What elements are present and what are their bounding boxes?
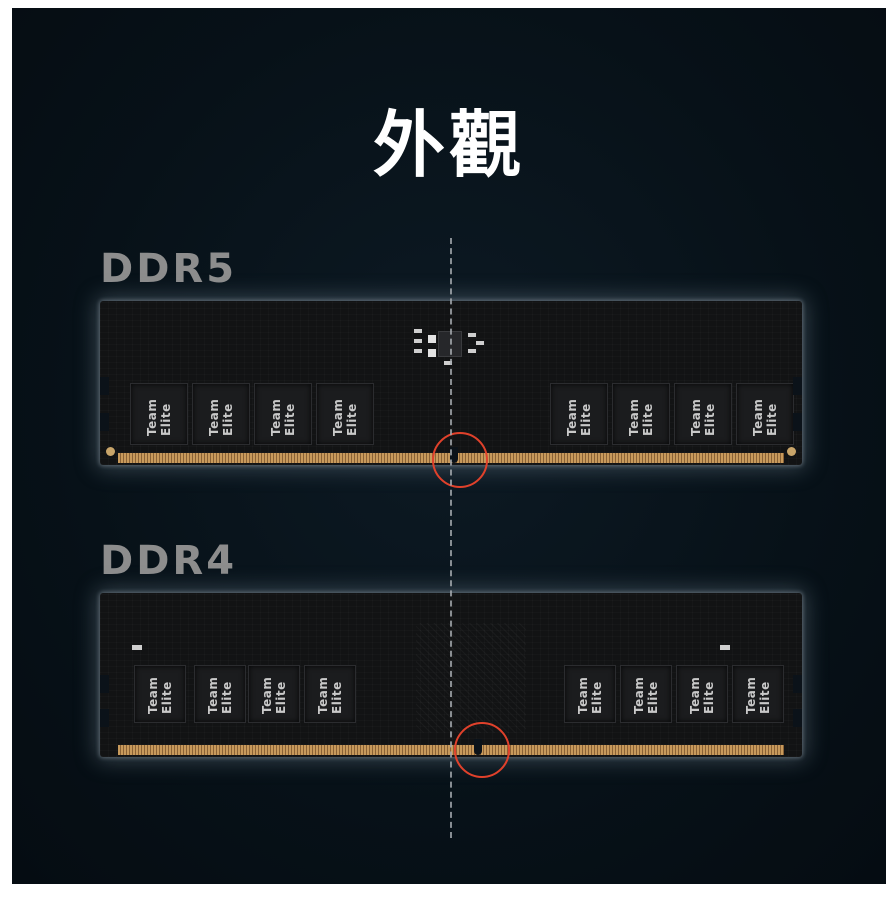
memory-chip: Team Elite — [248, 665, 300, 723]
side-notch — [793, 675, 802, 693]
memory-chip: Team Elite — [304, 665, 356, 723]
mounting-hole — [787, 447, 796, 456]
smd-component — [468, 349, 476, 353]
page-title: 外觀 — [372, 103, 525, 187]
memory-chip: Team Elite — [732, 665, 784, 723]
ddr4-notch-highlight-circle — [454, 722, 510, 778]
smd-component — [476, 341, 484, 345]
side-notch — [793, 413, 802, 431]
side-notch — [793, 709, 802, 727]
memory-chip: Team Elite — [736, 383, 794, 445]
memory-chip: Team Elite — [564, 665, 616, 723]
memory-chip: Team Elite — [676, 665, 728, 723]
image-frame: 外觀 DDR5 DDR4 Team Elite Team Elite Team … — [12, 8, 886, 884]
memory-chip: Team Elite — [192, 383, 250, 445]
memory-chip: Team Elite — [134, 665, 186, 723]
inductor — [428, 335, 436, 343]
smd-component — [468, 333, 476, 337]
side-notch — [100, 413, 109, 431]
pcb-traces — [416, 623, 526, 733]
ddr5-notch-highlight-circle — [432, 432, 488, 488]
memory-chip: Team Elite — [612, 383, 670, 445]
side-notch — [100, 675, 109, 693]
smd-component — [444, 361, 452, 365]
smd-component — [132, 645, 142, 650]
side-notch — [100, 377, 109, 395]
smd-component — [414, 339, 422, 343]
memory-chip: Team Elite — [254, 383, 312, 445]
ddr5-label: DDR5 — [100, 246, 238, 292]
smd-component — [414, 349, 422, 353]
memory-chip: Team Elite — [550, 383, 608, 445]
memory-chip: Team Elite — [194, 665, 246, 723]
memory-chip: Team Elite — [674, 383, 732, 445]
memory-chip: Team Elite — [316, 383, 374, 445]
smd-component — [720, 645, 730, 650]
side-notch — [100, 709, 109, 727]
memory-chip: Team Elite — [620, 665, 672, 723]
side-notch — [793, 377, 802, 395]
ddr4-label: DDR4 — [100, 538, 238, 584]
inductor — [428, 349, 436, 357]
pmic-cluster — [394, 311, 504, 367]
alignment-guide-line — [450, 238, 452, 838]
memory-chip: Team Elite — [130, 383, 188, 445]
mounting-hole — [106, 447, 115, 456]
smd-component — [414, 329, 422, 333]
